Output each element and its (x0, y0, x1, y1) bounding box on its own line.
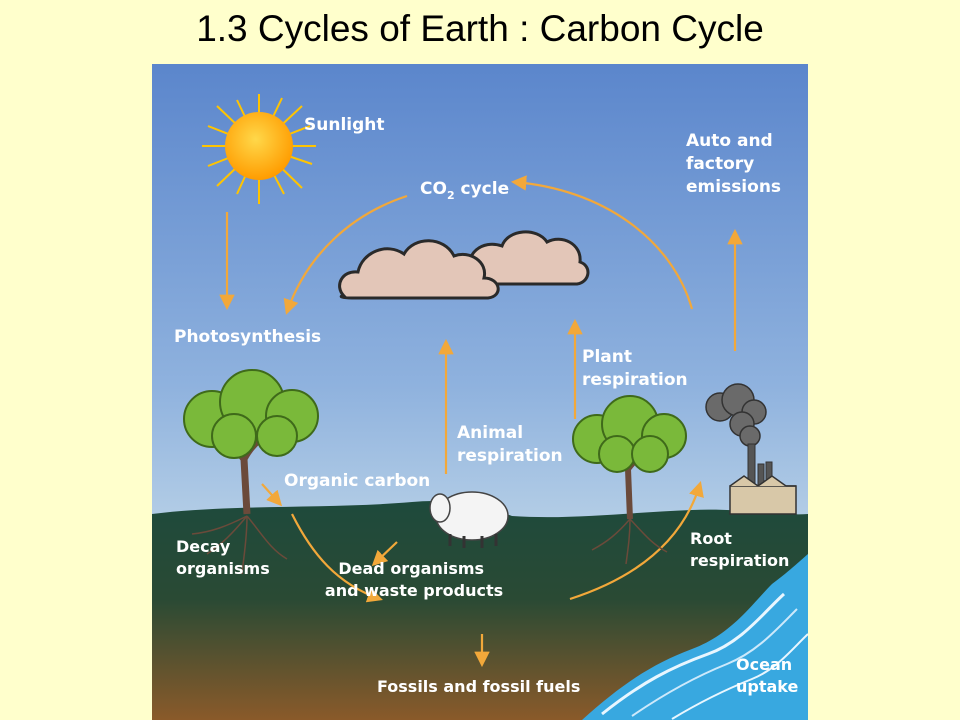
organic-carbon-arrow (261, 483, 283, 507)
cloud-icon (338, 230, 590, 300)
label-root-respiration: Root respiration (690, 529, 789, 570)
sheep-icon (429, 491, 509, 548)
label-sunlight: Sunlight (304, 115, 385, 135)
label-fossils: Fossils and fossil fuels (377, 677, 580, 696)
label-co2-cycle: CO2 cycle (420, 179, 509, 202)
label-auto-emissions: Auto and factory emissions (686, 131, 781, 197)
slide-title: 1.3 Cycles of Earth : Carbon Cycle (196, 8, 764, 49)
co2-cycle-arrow-left (283, 194, 408, 315)
label-photosynthesis: Photosynthesis (174, 327, 321, 347)
ground (152, 500, 808, 720)
tree-left-icon (183, 369, 319, 575)
label-decay-organisms: Decay organisms (176, 537, 270, 578)
carbon-cycle-diagram: Sunlight CO2 cycle Auto and factory emis… (152, 64, 808, 720)
label-dead-organisms: Dead organisms and waste products (325, 559, 503, 600)
dead-organisms-arrow (291, 513, 383, 603)
ocean (582, 554, 808, 720)
label-organic-carbon: Organic carbon (284, 471, 430, 491)
label-ocean-uptake: Ocean uptake (736, 655, 799, 696)
label-animal-respiration: Animal respiration (457, 423, 563, 466)
label-plant-respiration: Plant respiration (582, 347, 688, 390)
tree-right-icon (572, 395, 687, 565)
factory-icon (705, 383, 797, 515)
root-respiration-arrow (569, 481, 704, 601)
co2-cycle-arrow-right (510, 175, 694, 310)
sun-icon (202, 94, 316, 204)
decay-arrow (371, 541, 398, 567)
